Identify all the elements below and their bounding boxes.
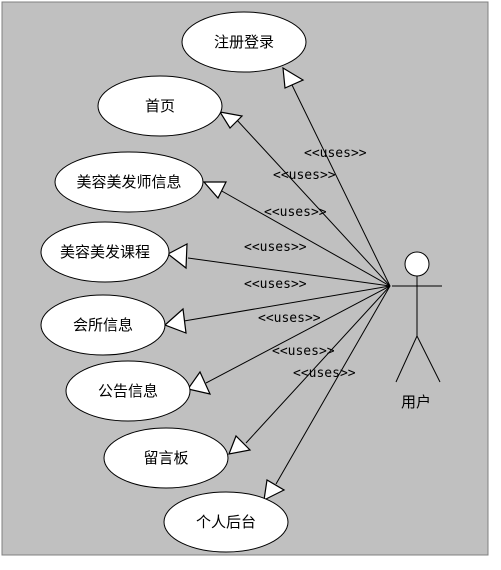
use-case-label: 会所信息 <box>73 316 133 334</box>
uses-label: <<uses>> <box>244 240 307 255</box>
use-case-label: 留言板 <box>143 449 188 467</box>
uses-label: <<uses>> <box>258 311 321 326</box>
use-case-label: 美容美发课程 <box>60 243 150 261</box>
use-case-label: 公告信息 <box>98 382 158 400</box>
association-stylist-info <box>202 181 391 287</box>
uses-label: <<uses>> <box>264 205 327 220</box>
use-case-announcement: 公告信息 <box>65 360 191 422</box>
use-case-stylist-info: 美容美发师信息 <box>54 151 204 213</box>
association-register-login <box>282 66 391 287</box>
association-personal-backend <box>263 285 391 502</box>
actor-left-leg <box>395 335 418 383</box>
uses-label: <<uses>> <box>272 344 335 359</box>
uses-label: <<uses>> <box>293 366 356 381</box>
association-home <box>218 111 391 287</box>
actor-right-leg <box>416 335 441 383</box>
association-message-board <box>228 285 391 455</box>
use-case-home: 首页 <box>97 75 223 137</box>
use-case-message-board: 留言板 <box>103 427 229 489</box>
association-announcement <box>186 285 391 395</box>
use-case-label: 美容美发师信息 <box>76 173 181 191</box>
use-case-label: 首页 <box>145 97 175 115</box>
use-case-label: 个人后台 <box>196 513 256 531</box>
association-beauty-course <box>166 242 391 287</box>
association-club-info <box>163 285 391 334</box>
stereotype-labels: <<uses>> <<uses>> <<uses>> <<uses>> <<us… <box>244 146 367 381</box>
use-case-register-login: 注册登录 <box>181 11 307 73</box>
use-case-label: 注册登录 <box>214 33 274 51</box>
use-case-personal-backend: 个人后台 <box>163 491 289 553</box>
actor-head <box>404 251 430 277</box>
associations-layer <box>163 66 391 502</box>
actor-user: 用户 <box>392 251 442 411</box>
use-case-club-info: 会所信息 <box>40 294 166 356</box>
actor-label: 用户 <box>401 393 431 411</box>
uses-label: <<uses>> <box>304 146 367 161</box>
uses-label: <<uses>> <box>273 168 336 183</box>
use-case-beauty-course: 美容美发课程 <box>40 221 170 283</box>
uses-label: <<uses>> <box>244 277 307 292</box>
